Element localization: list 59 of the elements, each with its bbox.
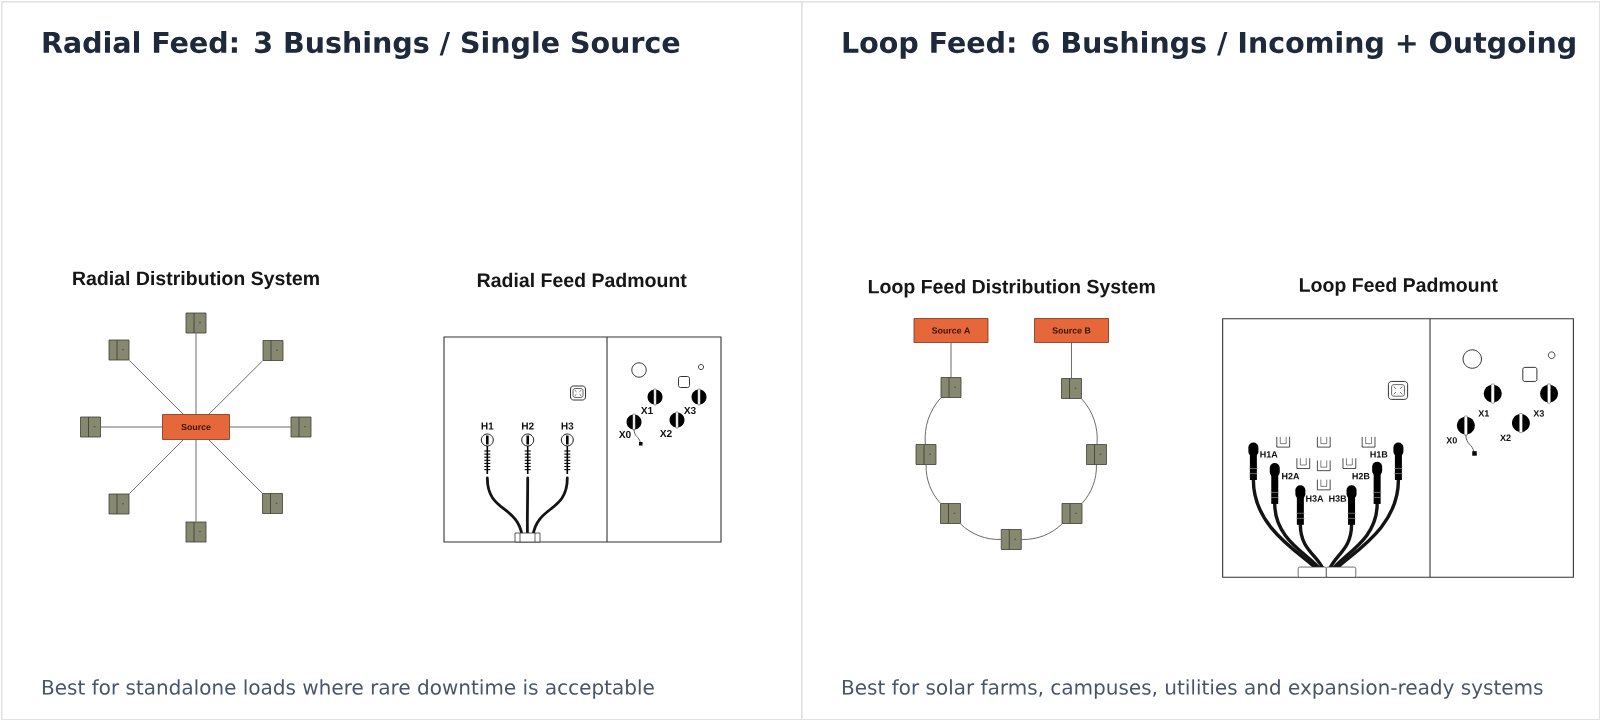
terminal-label: H1 [481,422,494,430]
connector-line [1081,398,1098,445]
diagram-heading: Radial Feed Padmount [477,272,687,288]
transformer-box [262,493,283,514]
terminal-label: H2 [522,422,534,430]
connector-line [960,523,1002,540]
terminal-label: X1 [1478,410,1490,417]
terminal-label: H2A [1282,473,1300,480]
connector-line [1081,464,1097,504]
transformer-box [1086,444,1107,465]
panel-title: Radial Feed: 3 Bushings / Single Source [43,31,680,59]
terminal-label: H1B [1370,451,1388,458]
source-box: Source [162,414,230,440]
transformer-box [108,493,130,515]
terminal-label: H3 [561,422,574,430]
connector-line [129,360,184,415]
transformer-box [1000,529,1022,550]
diagram-heading: Loop Feed Padmount [1299,277,1498,296]
transformer-box [262,340,284,361]
terminal-label: X2 [660,430,672,437]
diagram-heading: Loop Feed Distribution System [868,279,1155,298]
terminal-label: X0 [1446,437,1457,444]
connector-line [950,342,952,378]
terminal-label: X3 [1533,410,1544,417]
transformer-box [915,444,937,465]
connector-line [1071,342,1072,379]
terminal-label: H3A [1306,495,1324,502]
connector-line [208,439,263,494]
transformer-box [185,312,207,334]
terminal-label: X1 [641,407,653,414]
terminal-label: X2 [1500,434,1511,441]
transformer-box [940,503,961,524]
connector-line [229,426,291,428]
terminal-label: H1A [1260,451,1278,458]
transformer-box [1061,378,1082,399]
transformer-box [80,416,101,438]
transformer-box [108,339,130,361]
caption-text: Best for standalone loads where rare downtime is acceptable [42,679,654,699]
connector-line [925,464,941,504]
connector-line [1021,523,1063,540]
terminal-label: X0 [619,430,631,439]
connector-line [100,426,163,428]
transformer-box [290,416,312,438]
caption-text: Best for solar farms, campuses, utilities and expansion-ready systems [842,679,1543,699]
panel-title: Loop Feed: 6 Bushings / Incoming + Outgoing [843,31,1575,59]
connector-line [208,360,263,415]
source-box: Source B [1034,318,1109,343]
transformer-box [940,377,962,398]
terminal-label: H2B [1352,473,1370,480]
transformer-box [1061,503,1083,524]
diagram-heading: Radial Distribution System [73,270,319,290]
connector-line [129,439,184,494]
source-box: Source A [913,318,989,343]
terminal-label: X3 [684,406,696,415]
transformer-box [185,521,207,543]
connector-line [924,397,942,445]
connector-line [195,333,197,415]
connector-line [195,439,197,522]
terminal-label: H3B [1329,495,1347,502]
